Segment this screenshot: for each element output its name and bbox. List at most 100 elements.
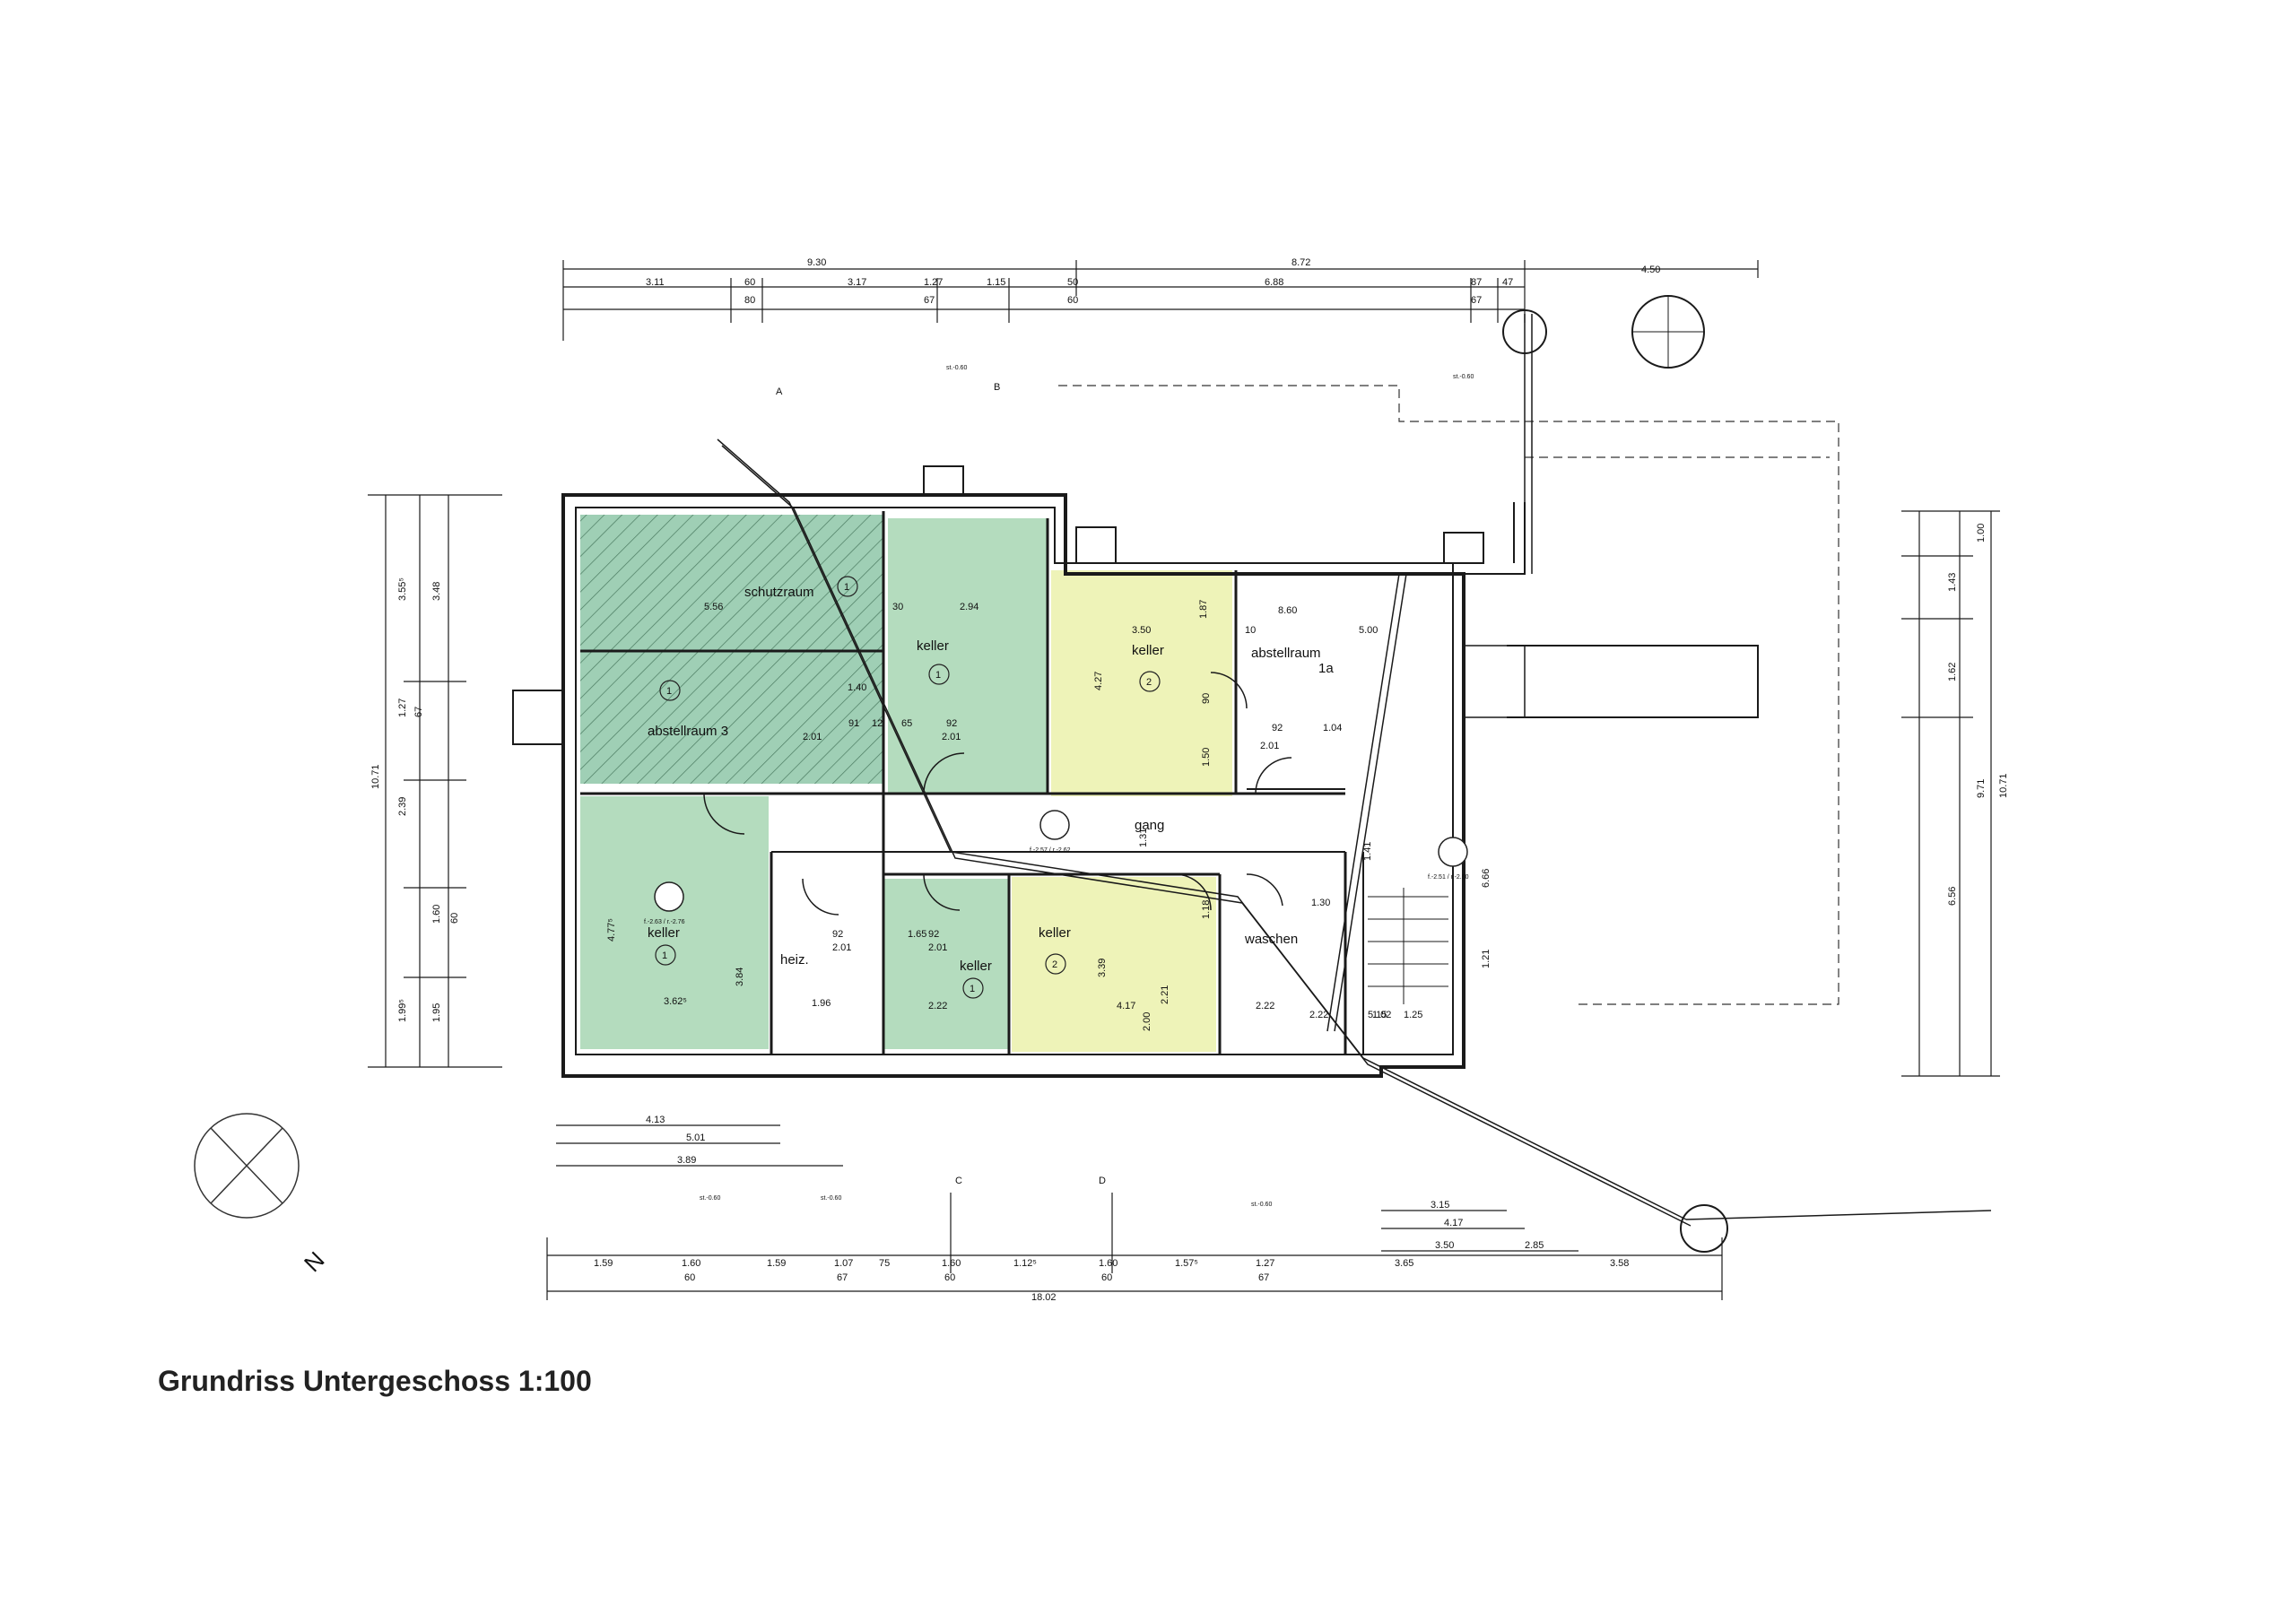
dim-label: 75 (879, 1258, 890, 1269)
dim-label: 1.27 (397, 699, 408, 717)
dim-label: 92 (832, 929, 843, 940)
dim-label: 10 (1245, 625, 1256, 636)
dim-label: 67 (924, 295, 935, 306)
dim-label: 2.00 (1142, 1012, 1152, 1031)
dim-label: 2.22 (928, 1001, 947, 1011)
drawing-caption: Grundriss Untergeschoss 1:100 (158, 1365, 592, 1397)
manhole-bottom (1680, 1204, 1728, 1253)
dim-label: 3.11 (646, 277, 665, 288)
dim-label: 80 (744, 295, 755, 306)
north-label: N (299, 1246, 329, 1277)
dim-label: 87 (1471, 277, 1482, 288)
level-marker: f.-2.51 / r.-2.60 (1428, 874, 1469, 881)
room-label-abstellraum-1a-num: 1a (1318, 661, 1334, 676)
dims-left: 3.55⁵ 3.48 1.27 67 2.39 10.71 1.60 60 1.… (370, 577, 460, 1022)
dim-label: 6.66 (1481, 869, 1492, 888)
room-label-gang: gang (1135, 818, 1164, 833)
dim-label: 60 (684, 1272, 695, 1283)
dim-label: 1.27 (1256, 1258, 1274, 1269)
dim-label: 5.00 (1359, 625, 1378, 636)
annotations: st.-0.60 st.-0.60 st.-0.60 st.-0.60 st.-… (700, 365, 1474, 1208)
dim-label: 3.58 (1610, 1258, 1629, 1269)
dim-label: 6.56 (1947, 887, 1958, 906)
keller-bottom-yellow-fill (1012, 877, 1216, 1052)
dim-label: 4.77⁵ (606, 918, 617, 942)
room-labels: schutzraum abstellraum 3 keller keller a… (648, 585, 1334, 974)
dim-label: 1.99⁵ (397, 999, 408, 1022)
dim-label: 2.39 (397, 797, 408, 816)
dim-label: 1.40 (848, 682, 866, 693)
dim-label: 5.56 (704, 602, 723, 612)
dimension-lines (368, 260, 2000, 1300)
room-label-heiz: heiz. (780, 952, 809, 968)
room-label-abstellraum-1a: abstellraum (1251, 646, 1321, 661)
dim-label: 4.27 (1093, 672, 1104, 690)
dim-label: 3.84 (735, 968, 745, 986)
dim-label: 1.12⁵ (1013, 1258, 1037, 1269)
level-marker: f.-2.57 / r.-2.62 (1030, 847, 1071, 854)
room-label-waschen: waschen (1244, 932, 1298, 947)
dim-label: 2.21 (1160, 985, 1170, 1004)
keller-left-fill (580, 796, 769, 1049)
dim-label: 1.59 (594, 1258, 613, 1269)
dim-label: 3.50 (1435, 1240, 1454, 1251)
dim-label: 60 (449, 913, 460, 924)
dim-label-total: 18.02 (1031, 1292, 1057, 1303)
annotation: st.-0.60 (1251, 1202, 1272, 1208)
dim-label: 30 (892, 602, 903, 612)
dim-label: 1.04 (1323, 723, 1342, 733)
section-markers: A B C D (776, 382, 1106, 1186)
room-fills (580, 515, 1232, 1052)
dims-right: 1.00 1.43 1.62 9.71 10.71 6.56 (1947, 524, 2009, 906)
room-number: 1 (666, 686, 672, 697)
dim-label: 1.60 (1099, 1258, 1118, 1269)
annotation: st.-0.60 (700, 1195, 720, 1202)
room-label-keller-top: keller (917, 638, 949, 654)
dims-top: 9.30 8.72 4.50 3.11 60 3.17 1.27 1.15 50… (646, 257, 1660, 306)
dim-label: 3.39 (1097, 959, 1108, 977)
dim-label: 2.22 (1256, 1001, 1274, 1011)
dim-label: 60 (944, 1272, 955, 1283)
dim-label: 4.50 (1641, 265, 1660, 275)
dim-label: 47 (1502, 277, 1513, 288)
room-label-keller-small: keller (960, 959, 992, 974)
outdoor-outline (1058, 385, 1839, 1005)
dim-label: 50 (1067, 277, 1078, 288)
manhole-top-left (1502, 309, 1547, 354)
section-marker: D (1099, 1176, 1106, 1186)
room-number: 1 (844, 582, 849, 593)
dim-label: 9.71 (1976, 779, 1987, 798)
keller-top-fill (888, 518, 1047, 794)
dim-label: 1.60 (431, 905, 442, 924)
dim-label: 1.02 (1372, 1010, 1391, 1020)
dim-label: 1.60 (942, 1258, 961, 1269)
room-number: 1 (662, 950, 667, 961)
dim-label: 91 (848, 718, 859, 729)
dim-label: 10.71 (1998, 773, 2009, 798)
section-marker: A (776, 386, 783, 397)
dim-label: 8.72 (1292, 257, 1310, 268)
room-numbers: 1 1 1 2 1 1 2 (655, 576, 1161, 999)
room-label-schutzraum: schutzraum (744, 585, 814, 600)
dim-label: 1.87 (1198, 600, 1209, 619)
dim-label: 4.13 (646, 1115, 665, 1125)
room-label-keller-left: keller (648, 925, 680, 941)
drain-pipes (717, 314, 1992, 1227)
dim-label: 1.60 (682, 1258, 700, 1269)
dim-label: 67 (1258, 1272, 1269, 1283)
dim-label: 67 (1471, 295, 1482, 306)
dim-label: 2.85 (1525, 1240, 1544, 1251)
dim-label: 60 (744, 277, 755, 288)
dim-label: 1.18 (1201, 900, 1212, 919)
north-arrow (194, 1113, 300, 1219)
dim-label: 8.60 (1278, 605, 1297, 616)
dim-label: 1.95 (431, 1003, 442, 1022)
dim-label: 2.94 (960, 602, 978, 612)
annotation: st.-0.60 (821, 1195, 841, 1202)
dim-label: 3.55⁵ (397, 577, 408, 601)
level-markers: f.-2.57 / r.-2.62 f.-2.63 / r.-2.76 f.-2… (644, 810, 1469, 925)
dim-label: 67 (837, 1272, 848, 1283)
dim-label: 1.31 (1138, 829, 1149, 847)
schutzraum-fill (580, 515, 883, 651)
